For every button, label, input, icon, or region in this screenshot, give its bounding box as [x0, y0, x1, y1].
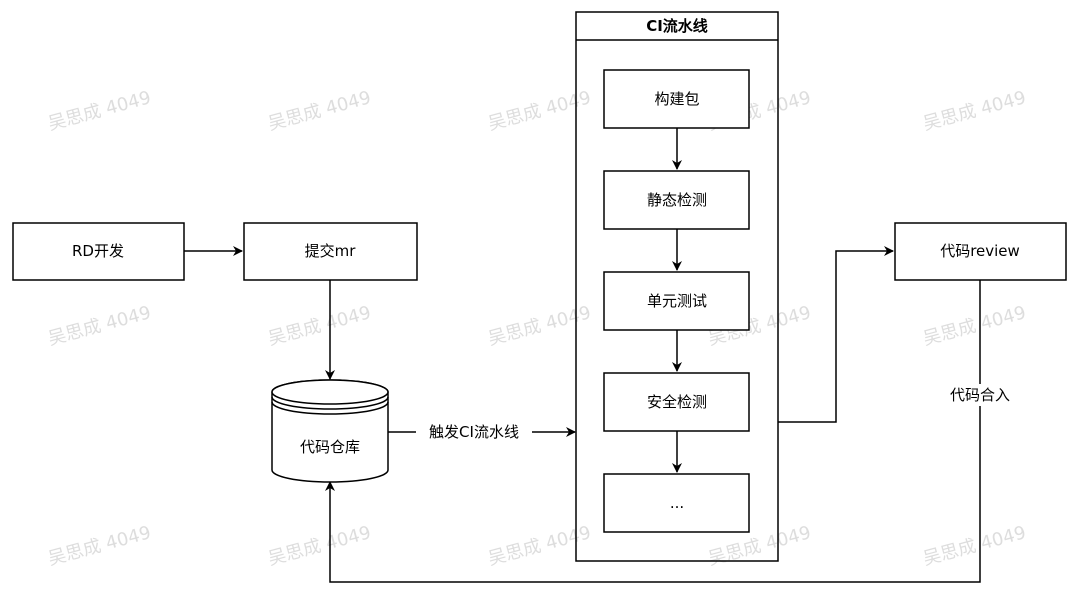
node-code-review-label: 代码review [940, 242, 1020, 260]
repo-cylinder-ring [271, 401, 389, 415]
watermark: 吴思成 4049 [266, 522, 373, 570]
watermark: 吴思成 4049 [921, 522, 1028, 570]
edge-ci-to-review [778, 246, 894, 423]
watermark-layer: 吴思成 4049 吴思成 4049 吴思成 4049 吴思成 4049 吴思成 … [46, 87, 1028, 570]
pipeline-step-label: 构建包 [654, 90, 699, 108]
watermark: 吴思成 4049 [486, 522, 593, 570]
watermark: 吴思成 4049 [46, 302, 153, 350]
pipeline-step-label: ... [670, 494, 684, 512]
ci-pipeline-container[interactable]: CI流水线 [575, 11, 779, 562]
watermark: 吴思成 4049 [486, 302, 593, 350]
pipeline-step-more[interactable]: ... [603, 473, 750, 533]
pipeline-step-label: 单元测试 [647, 292, 707, 310]
watermark: 吴思成 4049 [921, 302, 1028, 350]
pipeline-step-unit-test[interactable]: 单元测试 [603, 271, 750, 331]
edge-review-to-repo [325, 280, 981, 583]
watermark: 吴思成 4049 [266, 302, 373, 350]
edges [184, 128, 981, 583]
node-submit-mr-label: 提交mr [305, 242, 357, 260]
watermark: 吴思成 4049 [46, 87, 153, 135]
pipeline-step-label: 静态检测 [647, 191, 707, 209]
pipeline-step-label: 安全检测 [647, 393, 707, 411]
watermark: 吴思成 4049 [266, 87, 373, 135]
edge-label-bg [940, 384, 1020, 406]
node-submit-mr[interactable]: 提交mr [243, 222, 418, 281]
watermark: 吴思成 4049 [921, 87, 1028, 135]
node-code-repo[interactable]: 代码仓库 [271, 379, 389, 483]
watermark: 吴思成 4049 [486, 87, 593, 135]
pipeline-step-static-check[interactable]: 静态检测 [603, 170, 750, 230]
edge-label-bg [416, 421, 532, 443]
edge-label-merge: 代码合入 [950, 386, 1010, 404]
repo-cylinder-top [271, 379, 389, 405]
pipeline-step-security-check[interactable]: 安全检测 [603, 372, 750, 432]
node-rd-dev[interactable]: RD开发 [12, 222, 185, 281]
node-code-review[interactable]: 代码review [894, 222, 1067, 281]
pipeline-step-build[interactable]: 构建包 [603, 69, 750, 129]
edge-label-trigger-ci: 触发CI流水线 [429, 423, 519, 441]
ci-pipeline-title: CI流水线 [646, 17, 708, 35]
node-code-repo-label: 代码仓库 [300, 438, 360, 456]
watermark: 吴思成 4049 [46, 522, 153, 570]
node-rd-dev-label: RD开发 [72, 242, 124, 260]
repo-cylinder-ring [271, 396, 389, 410]
